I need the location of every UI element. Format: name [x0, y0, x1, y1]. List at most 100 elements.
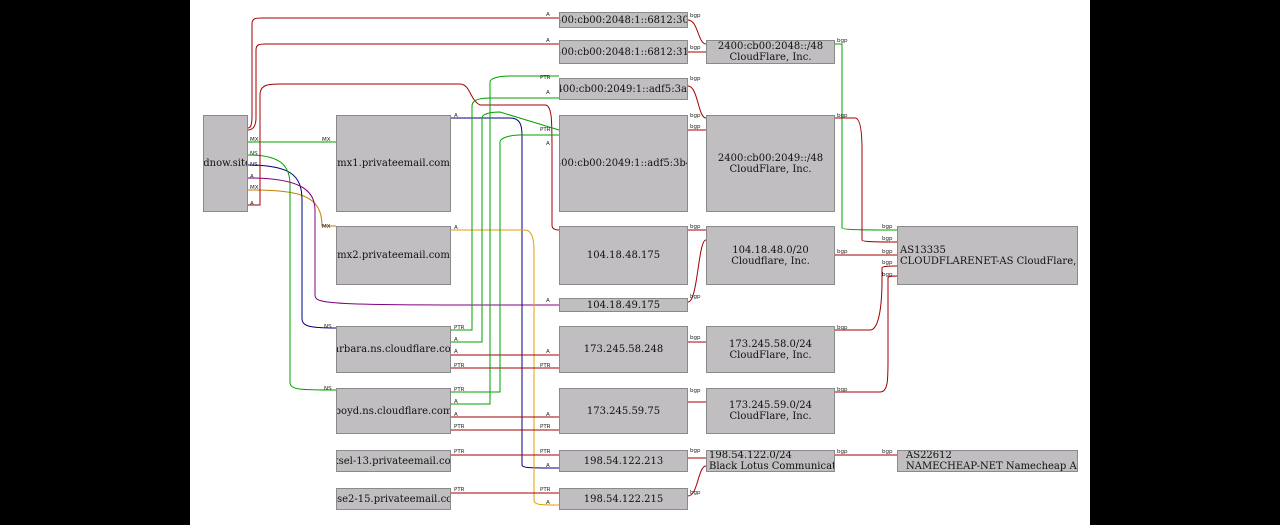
edge-label-bgp: bgp: [690, 45, 701, 51]
edge-label-ptr: PTR: [454, 387, 465, 393]
node-barbara[interactable]: barbara.ns.cloudflare.com: [336, 326, 451, 373]
edge-label-a: A: [546, 349, 550, 355]
edge-label-bgp: bgp: [690, 76, 701, 82]
node-oxsel[interactable]: oxsel-13.privateemail.com: [336, 450, 451, 472]
edge-label-ptr: PTR: [454, 449, 465, 455]
edge-a-ip6a: [247, 17, 559, 129]
as-number: AS22612: [906, 450, 952, 461]
node-ip-104-18-49-175[interactable]: 104.18.49.175: [559, 298, 688, 312]
net-prefix: 2400:cb00:2049::/48: [717, 152, 824, 164]
edge-barbara-a-ip6d: [451, 111, 560, 343]
edge-label-ptr: PTR: [540, 127, 551, 133]
edge-label-a: A: [250, 174, 254, 180]
edge-label-bgp: bgp: [690, 388, 701, 394]
edge-label-bgp: bgp: [837, 38, 848, 44]
edge-label-ptr: PTR: [540, 487, 551, 493]
edge-label-a: A: [546, 141, 550, 147]
edge-label-ptr: PTR: [540, 363, 551, 369]
edge-label-bgp: bgp: [690, 113, 701, 119]
edge-label-bgp: bgp: [882, 449, 893, 455]
edge-label-bgp: bgp: [690, 335, 701, 341]
node-label: oxse2-15.privateemail.com: [337, 493, 450, 505]
node-ip6-30af[interactable]: 2400:cb00:2048:1::6812:30af: [559, 12, 688, 28]
edge-label-mx: MX: [250, 137, 259, 143]
edge-label-bgp: bgp: [882, 260, 893, 266]
edge-label-ptr: PTR: [540, 75, 551, 81]
node-ip-198-54-122-215[interactable]: 198.54.122.215: [559, 488, 688, 510]
edge-label-a: A: [454, 337, 458, 343]
node-mx2[interactable]: mx2.privateemail.com: [336, 226, 451, 285]
edge-ns-boyd: [247, 154, 337, 391]
net-prefix: 173.245.58.0/24: [729, 338, 812, 350]
edge-label-ptr: PTR: [454, 487, 465, 493]
edge-label-bgp: bgp: [690, 490, 701, 496]
edge-label-ns: NS: [250, 162, 258, 168]
node-ip-198-54-122-213[interactable]: 198.54.122.213: [559, 450, 688, 472]
edge-label-a: A: [546, 463, 550, 469]
net-owner: CloudFlare, Inc.: [729, 411, 812, 422]
edge-boyd-a-ip6c: [451, 75, 559, 405]
node-label: 2400:cb00:2048:1::6812:30af: [560, 14, 688, 26]
node-ip-104-18-48-175[interactable]: 104.18.48.175: [559, 226, 688, 285]
net-owner: CloudFlare, Inc.: [729, 349, 812, 361]
edge-label-mx: MX: [322, 137, 331, 143]
edge-label-a: A: [546, 298, 550, 304]
edge-label-bgp: bgp: [837, 449, 848, 455]
node-label: 104.18.49.175: [586, 299, 661, 311]
edge-label-ns: NS: [250, 151, 258, 157]
edge-label-a: A: [250, 201, 254, 207]
node-ip6-31af[interactable]: 2400:cb00:2048:1::6812:31af: [559, 40, 688, 64]
node-idnow-site[interactable]: idnow.site: [203, 115, 248, 212]
edge-label-a: A: [454, 399, 458, 405]
edge-label-a: A: [454, 412, 458, 418]
edge-label-mx: MX: [250, 185, 259, 191]
net-owner: Cloudflare, Inc.: [731, 255, 810, 267]
edge-a-104a: [248, 83, 560, 231]
edge-label-bgp: bgp: [690, 224, 701, 230]
edge-mx1-a-198a: [451, 117, 560, 469]
edge-bgp-ip6c: [687, 85, 707, 119]
node-ip6-3af8[interactable]: 2400:cb00:2049:1::adf5:3af8: [559, 78, 688, 100]
node-label: boyd.ns.cloudflare.com: [336, 405, 451, 417]
edge-label-a: A: [454, 113, 458, 119]
edge-bgp-net17359-as: [835, 275, 898, 393]
net-prefix: 104.18.48.0/20: [732, 244, 809, 256]
node-ip-173-245-58-248[interactable]: 173.245.58.248: [559, 326, 688, 373]
node-label: 173.245.59.75: [586, 405, 661, 417]
edge-a-104b: [247, 177, 560, 306]
edge-label-a: A: [454, 225, 458, 231]
edge-label-bgp: bgp: [837, 387, 848, 393]
edge-a-ip6b: [247, 43, 559, 131]
edge-mx2-a-198b: [451, 229, 560, 506]
edge-label-ptr: PTR: [540, 424, 551, 430]
node-label: 104.18.48.175: [586, 250, 661, 261]
edge-label-bgp: bgp: [690, 124, 701, 130]
edge-label-bgp: bgp: [882, 249, 893, 255]
node-ip6-3b4b[interactable]: 2400:cb00:2049:1::adf5:3b4b: [559, 115, 688, 212]
node-boyd[interactable]: boyd.ns.cloudflare.com: [336, 388, 451, 434]
edge-label-bgp: bgp: [882, 224, 893, 230]
net-owner: CloudFlare, Inc.: [729, 52, 812, 63]
edge-label-bgp: bgp: [690, 13, 701, 19]
node-label: 2400:cb00:2049:1::adf5:3af8: [560, 83, 687, 95]
edge-label-ptr: PTR: [454, 325, 465, 331]
edge-label-a: A: [546, 90, 550, 96]
edge-label-bgp: bgp: [837, 325, 848, 331]
node-oxse2[interactable]: oxse2-15.privateemail.com: [336, 488, 451, 510]
node-label: 2400:cb00:2049:1::adf5:3b4b: [560, 158, 687, 169]
edge-boyd-ptr-ip6d: [451, 134, 559, 393]
edge-label-ptr: PTR: [454, 363, 465, 369]
node-mx1[interactable]: mx1.privateemail.com: [336, 115, 451, 212]
node-ip-173-245-59-75[interactable]: 173.245.59.75: [559, 388, 688, 434]
edge-bgp-104b: [687, 239, 707, 303]
